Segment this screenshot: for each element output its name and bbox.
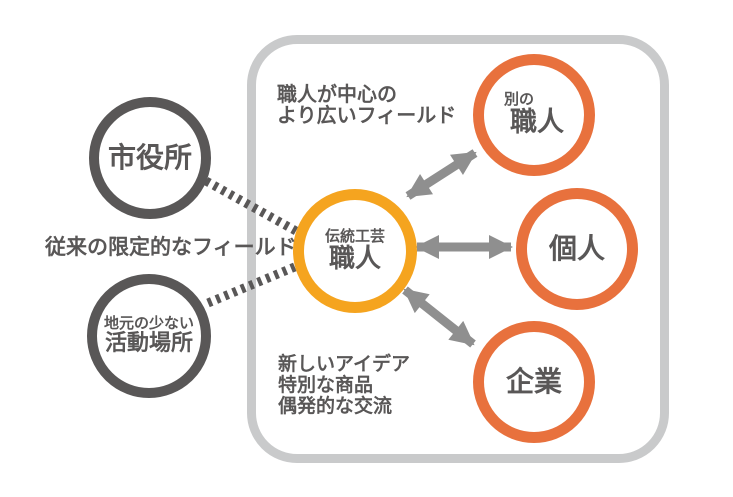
other-artisan-label-line1: 別の [504, 90, 535, 109]
other-artisan-circle: 別の 職人 [473, 54, 595, 176]
wider-field-caption-line2: より広いフィールド [277, 103, 457, 127]
wider-field-boundary [247, 35, 669, 463]
outcomes-caption-line2: 特別な商品 [278, 374, 374, 396]
company-circle: 企業 [473, 321, 595, 443]
outcomes-caption-line3: 偶発的な交流 [278, 395, 393, 417]
other-artisan-label-block: 別の 職人 [504, 91, 564, 138]
traditional-artisan-label-line1: 伝統工芸 [324, 227, 385, 246]
traditional-artisan-circle: 伝統工芸 職人 [293, 189, 417, 313]
traditional-artisan-label-line2: 職人 [328, 243, 381, 274]
limited-field-caption: 従来の限定的なフィールド [45, 235, 297, 259]
local-activity-label-line1: 地元の少ない [103, 314, 194, 333]
other-artisan-label-line2: 職人 [510, 107, 564, 139]
city-hall-circle: 市役所 [89, 97, 211, 219]
company-label: 企業 [505, 365, 562, 399]
local-activity-label-line2: 活動場所 [104, 331, 193, 357]
city-hall-label: 市役所 [107, 141, 192, 175]
local-activity-circle: 地元の少ない 活動場所 [87, 274, 211, 398]
individual-label: 個人 [548, 232, 605, 266]
outcomes-caption: 新しいアイデア 特別な商品 偶発的な交流 [278, 354, 410, 417]
individual-circle: 個人 [516, 188, 638, 310]
wider-field-caption: 職人が中心の より広いフィールド [277, 84, 456, 126]
outcomes-caption-line1: 新しいアイデア [278, 353, 411, 375]
wider-field-caption-line1: 職人が中心の [277, 82, 397, 106]
